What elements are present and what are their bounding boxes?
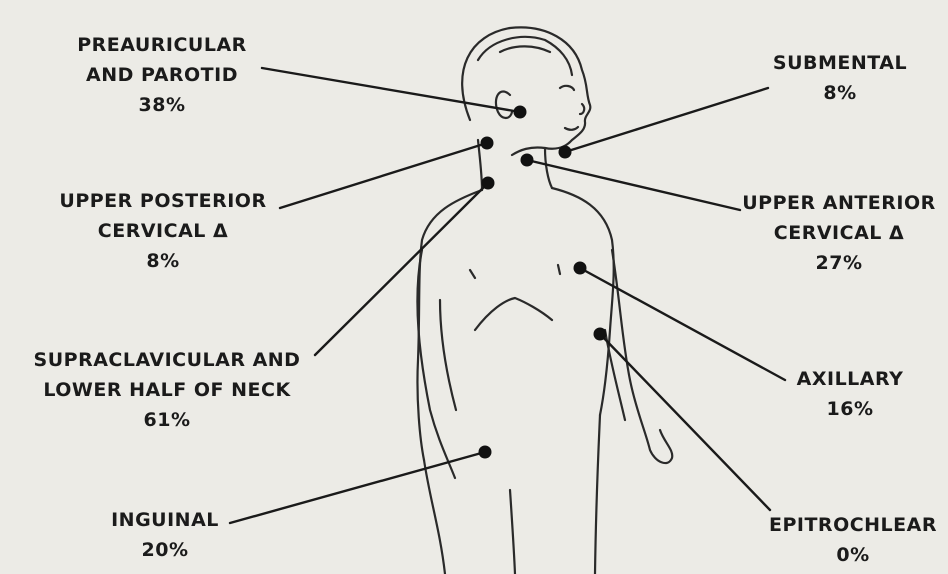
node-dot-upper-posterior [481,137,494,150]
leader-preauricular [262,68,520,112]
label-percent: 27% [730,248,948,278]
node-dot-axillary [574,262,587,275]
label-percent: 61% [8,405,326,435]
torso-outline [417,188,613,460]
legs-outline [424,415,600,574]
label-line: UPPER ANTERIOR [730,188,948,218]
node-dot-submental [559,146,572,159]
label-line: AXILLARY [780,364,920,394]
ear-outline [496,91,512,118]
label-percent: 20% [100,535,230,565]
leader-upper-posterior [280,143,487,208]
leader-lines [230,68,785,523]
label-line: LOWER HALF OF NECK [8,375,326,405]
leader-submental [565,88,768,152]
label-line: UPPER POSTERIOR [38,186,288,216]
node-dot-preauricular [514,106,527,119]
chest-details [470,265,560,330]
label-upper-posterior: UPPER POSTERIOR CERVICAL Δ 8% [38,186,288,276]
node-dot-inguinal [479,446,492,459]
label-supraclavicular: SUPRACLAVICULAR AND LOWER HALF OF NECK 6… [8,345,326,435]
label-line: SUPRACLAVICULAR AND [8,345,326,375]
label-percent: 38% [52,90,272,120]
leader-epitrochlear [600,334,770,510]
label-line: INGUINAL [100,505,230,535]
node-dot-epitrochlear [594,328,607,341]
label-line: SUBMENTAL [765,48,915,78]
label-percent: 8% [765,78,915,108]
label-line: CERVICAL Δ [730,218,948,248]
label-line: EPITROCHLEAR [758,510,948,540]
label-percent: 0% [758,540,948,570]
label-upper-anterior: UPPER ANTERIOR CERVICAL Δ 27% [730,188,948,278]
face-features [560,86,584,130]
node-dot-upper-anterior [521,154,534,167]
hair-outline [478,37,572,75]
label-line: AND PAROTID [52,60,272,90]
label-inguinal: INGUINAL 20% [100,505,230,565]
label-axillary: AXILLARY 16% [780,364,920,424]
label-preauricular: PREAURICULAR AND PAROTID 38% [52,30,272,120]
label-percent: 8% [38,246,288,276]
node-dot-supraclavicular [482,177,495,190]
leader-inguinal [230,452,485,523]
label-submental: SUBMENTAL 8% [765,48,915,108]
label-percent: 16% [780,394,920,424]
label-line: PREAURICULAR [52,30,272,60]
left-arm-outline [417,250,456,478]
leader-supraclavicular [315,183,488,355]
right-arm-outline [605,250,672,463]
node-dots [479,106,607,459]
child-figure [417,27,672,574]
leader-upper-anterior [527,160,740,210]
label-epitrochlear: EPITROCHLEAR 0% [758,510,948,570]
label-line: CERVICAL Δ [38,216,288,246]
